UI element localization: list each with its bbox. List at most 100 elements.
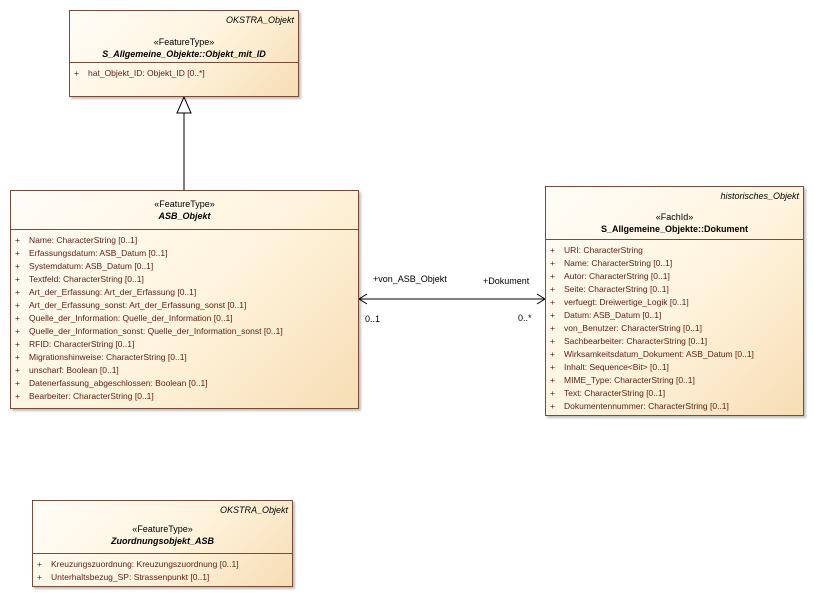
visibility-marker: + (550, 349, 555, 359)
attribute-row[interactable]: + Name: CharacterString [0..1] (546, 257, 803, 270)
class-name: S_Allgemeine_Objekte::Objekt_mit_ID (102, 49, 266, 59)
attribute-text: Erfassungsdatum: ASB_Datum [0..1] (29, 248, 168, 258)
class-asb-objekt[interactable]: «FeatureType» ASB_Objekt + Name: Characte… (10, 190, 359, 409)
attribute-list: + URI: CharacterString + Name: CharacterSt… (546, 239, 803, 413)
attribute-row[interactable]: + Quelle_der_Information: Quelle_der_Info… (11, 312, 358, 325)
visibility-marker: + (37, 572, 42, 582)
target-role-label: +Dokument (483, 276, 530, 286)
package-label: OKSTRA_Objekt (219, 505, 288, 515)
stereotype-label: «FeatureType» (154, 199, 215, 209)
attribute-row[interactable]: + RFID: CharacterString [0..1] (11, 338, 358, 351)
attribute-text: Name: CharacterString [0..1] (564, 258, 673, 268)
class-header: OKSTRA_Objekt «FeatureType» S_Allgemeine… (70, 11, 298, 62)
attribute-row[interactable]: + unscharf: Boolean [0..1] (11, 364, 358, 377)
package-label: historisches_Objekt (720, 191, 799, 201)
attribute-list: + Name: CharacterString [0..1] + Erfassung… (11, 229, 358, 403)
visibility-marker: + (15, 287, 20, 297)
visibility-marker: + (550, 401, 555, 411)
class-objekt-mit-id[interactable]: OKSTRA_Objekt «FeatureType» S_Allgemeine… (69, 10, 299, 97)
attribute-row[interactable]: +Bearbeiter: CharacterString [0..1] (11, 390, 358, 403)
visibility-marker: + (15, 339, 20, 349)
class-zuordnungsobjekt-asb[interactable]: OKSTRA_Objekt «FeatureType» Zuordnungsob… (32, 500, 293, 587)
attribute-row[interactable]: + Wirksamkeitsdatum_Dokument: ASB_Datum [… (546, 348, 803, 361)
attribute-text: verfuegt: Dreiwertige_Logik [0..1] (564, 297, 689, 307)
visibility-marker: + (550, 271, 555, 281)
class-header: «FeatureType» ASB_Objekt (11, 191, 358, 229)
visibility-marker: + (550, 310, 555, 320)
visibility-marker: + (550, 258, 555, 268)
attribute-row[interactable]: + Name: CharacterString [0..1] (11, 234, 358, 247)
attribute-text: Textfeld: CharacterString [0..1] (29, 274, 144, 284)
attribute-text: unscharf: Boolean [0..1] (29, 365, 119, 375)
attribute-row[interactable]: + Kreuzungszuordnung: Kreuzungszuordnung … (33, 558, 292, 571)
attribute-row[interactable]: + Unterhaltsbezug_SP: Strassenpunkt [0..1… (33, 571, 292, 584)
visibility-marker: + (15, 300, 20, 310)
visibility-marker: + (550, 388, 555, 398)
package-label: OKSTRA_Objekt (225, 15, 294, 25)
attribute-row[interactable]: +Dokumentennummer: CharacterString [0..1… (546, 400, 803, 413)
visibility-marker: + (550, 297, 555, 307)
visibility-marker: + (15, 235, 20, 245)
visibility-marker: + (15, 365, 20, 375)
visibility-marker: + (15, 326, 20, 336)
attribute-text: MIME_Type: CharacterString [0..1] (564, 375, 695, 385)
attribute-text: Name: CharacterString [0..1] (29, 235, 138, 245)
visibility-marker: + (15, 248, 20, 258)
attribute-row[interactable]: + MIME_Type: CharacterString [0..1] (546, 374, 803, 387)
attribute-row[interactable]: +Datenerfassung_abgeschlossen: Boolean [… (11, 377, 358, 390)
attribute-text: Art_der_Erfassung: Art_der_Erfassung [0.… (29, 287, 197, 297)
attribute-text: Migrationshinweise: CharacterString [0..… (29, 352, 187, 362)
attribute-row[interactable]: +Seite: CharacterString [0..1] (546, 283, 803, 296)
attribute-text: Datenerfassung_abgeschlossen: Boolean [0… (29, 378, 208, 388)
attribute-row[interactable]: + Erfassungsdatum: ASB_Datum [0..1] (11, 247, 358, 260)
attribute-row[interactable]: + URI: CharacterString (546, 244, 803, 257)
attribute-row[interactable]: + verfuegt: Dreiwertige_Logik [0..1] (546, 296, 803, 309)
attribute-text: Wirksamkeitsdatum_Dokument: ASB_Datum [0… (564, 349, 754, 359)
visibility-marker: + (74, 68, 79, 78)
attribute-text: Quelle_der_Information: Quelle_der_Infor… (29, 313, 233, 323)
attribute-row[interactable]: + Art_der_Erfassung_sonst: Art_der_Erfass… (11, 299, 358, 312)
class-header: historisches_Objekt «FachId» S_Allgemein… (546, 187, 803, 239)
attribute-row[interactable]: + Inhalt: Sequence<Bit> [0..1] (546, 361, 803, 374)
class-dokument[interactable]: historisches_Objekt «FachId» S_Allgemein… (545, 186, 804, 416)
visibility-marker: + (550, 362, 555, 372)
visibility-marker: + (37, 559, 42, 569)
generalization-arrowhead (176, 95, 192, 114)
visibility-marker: + (15, 391, 20, 401)
attribute-row[interactable]: + Autor: CharacterString [0..1] (546, 270, 803, 283)
attribute-row[interactable]: + Datum: ASB_Datum [0..1] (546, 309, 803, 322)
attribute-text: Sachbearbeiter: CharacterString [0..1] (564, 336, 708, 346)
attribute-text: von_Benutzer: CharacterString [0..1] (564, 323, 702, 333)
class-name: ASB_Objekt (158, 211, 211, 221)
visibility-marker: + (15, 352, 20, 362)
stereotype-label: «FachId» (655, 212, 694, 222)
attribute-text: Datum: ASB_Datum [0..1] (564, 310, 662, 320)
attribute-row[interactable]: +Text: CharacterString [0..1] (546, 387, 803, 400)
attribute-text: Unterhaltsbezug_SP: Strassenpunkt [0..1] (51, 572, 210, 582)
attribute-row[interactable]: +Sachbearbeiter: CharacterString [0..1] (546, 335, 803, 348)
class-header: OKSTRA_Objekt «FeatureType» Zuordnungsob… (33, 501, 292, 553)
attribute-list: + hat_Objekt_ID: Objekt_ID [0..*] (70, 62, 298, 80)
visibility-marker: + (15, 261, 20, 271)
attribute-row[interactable]: + Migrationshinweise: CharacterString [0.… (11, 351, 358, 364)
visibility-marker: + (15, 313, 20, 323)
attribute-row[interactable]: + Systemdatum: ASB_Datum [0..1] (11, 260, 358, 273)
visibility-marker: + (550, 245, 555, 255)
attribute-row[interactable]: + hat_Objekt_ID: Objekt_ID [0..*] (70, 67, 298, 80)
attribute-text: Kreuzungszuordnung: Kreuzungszuordnung [… (51, 559, 239, 569)
attribute-text: Systemdatum: ASB_Datum [0..1] (29, 261, 154, 271)
attribute-row[interactable]: +Textfeld: CharacterString [0..1] (11, 273, 358, 286)
attribute-text: Inhalt: Sequence<Bit> [0..1] (564, 362, 669, 372)
attribute-text: RFID: CharacterString [0..1] (29, 339, 135, 349)
attribute-row[interactable]: + Art_der_Erfassung: Art_der_Erfassung [0… (11, 286, 358, 299)
attribute-text: Art_der_Erfassung_sonst: Art_der_Erfassu… (29, 300, 247, 310)
attribute-text: URI: CharacterString (564, 245, 643, 255)
attribute-row[interactable]: + Quelle_der_Information_sonst: Quelle_de… (11, 325, 358, 338)
visibility-marker: + (550, 323, 555, 333)
class-name: Zuordnungsobjekt_ASB (111, 536, 214, 546)
visibility-marker: + (550, 375, 555, 385)
attribute-row[interactable]: + von_Benutzer: CharacterString [0..1] (546, 322, 803, 335)
attribute-text: Quelle_der_Information_sonst: Quelle_der… (29, 326, 283, 336)
attribute-text: Autor: CharacterString [0..1] (564, 271, 670, 281)
source-multiplicity-label: 0..1 (365, 314, 381, 324)
